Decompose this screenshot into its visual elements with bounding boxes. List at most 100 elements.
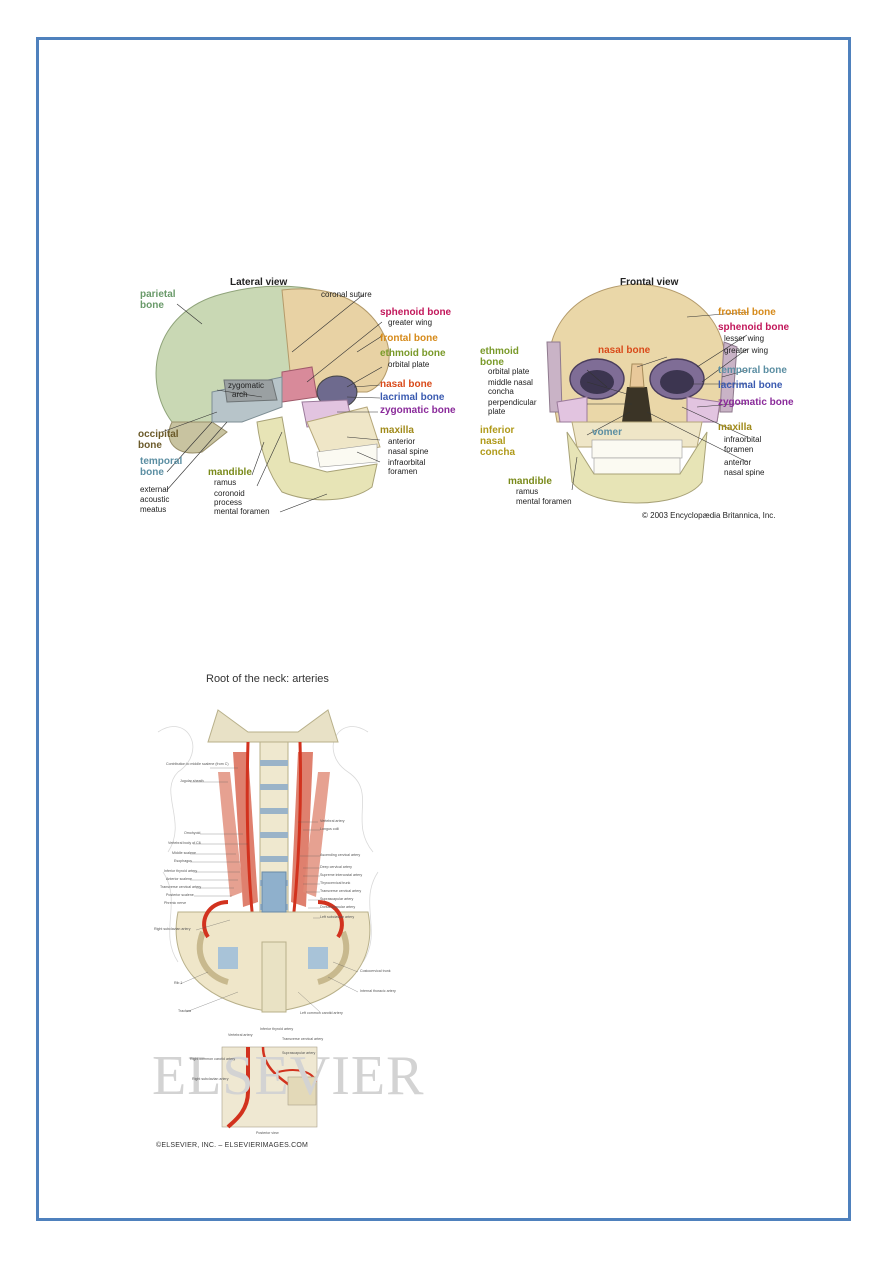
neck-label-right: Internal thoracic artery: [360, 989, 396, 993]
lateral-label: orbital plate: [388, 360, 430, 369]
lateral-label: anterior: [388, 437, 416, 446]
frontal-label: orbital plate: [488, 367, 530, 376]
frontal-label: nasal bone: [598, 345, 651, 356]
neck-label-left: Right subclavian artery: [154, 927, 191, 931]
frontal-label: inferior: [480, 425, 515, 436]
neck-label-left: Anterior scalene: [166, 877, 192, 881]
frontal-label: middle nasal: [488, 378, 533, 387]
skull-illustration: [155, 283, 750, 513]
neck-label-right: Deep cervical artery: [320, 865, 352, 869]
neck-label-left: Esophagus: [174, 859, 192, 863]
neck-label-right: Costocervical trunk: [360, 969, 391, 973]
lateral-label: mental foramen: [214, 507, 270, 516]
neck-figure-credit: ©ELSEVIER, INC. – ELSEVIERIMAGES.COM: [156, 1142, 309, 1149]
frontal-label: bone: [480, 357, 504, 368]
neck-label-right: Suprascapular artery: [320, 897, 354, 901]
lateral-label: bone: [138, 440, 162, 451]
frontal-label: sphenoid bone: [718, 322, 790, 333]
frontal-label: foramen: [724, 445, 754, 454]
frontal-label: anterior: [724, 458, 752, 467]
lateral-label: arch: [232, 390, 248, 399]
lateral-label: greater wing: [388, 318, 433, 327]
neck-arteries-figure: ELSEVIER Root of the neck: arteries Cont…: [148, 672, 423, 1156]
lateral-label: acoustic: [140, 495, 170, 504]
frontal-label: concha: [488, 387, 514, 396]
inset-label: Right subclavian artery: [192, 1077, 229, 1081]
lateral-skull-drawing: [155, 285, 390, 513]
lateral-label: bone: [140, 300, 164, 311]
neck-arteries-illustration: [148, 698, 396, 1138]
lateral-label: nasal spine: [388, 447, 429, 456]
lateral-label: mandible: [208, 467, 252, 478]
frontal-label: temporal bone: [718, 365, 787, 376]
neck-label-left: Trachea: [178, 1009, 192, 1013]
neck-label-right: Thyrocervical trunk: [320, 881, 351, 885]
frontal-label: infraorbital: [724, 435, 762, 444]
frontal-label: plate: [488, 407, 506, 416]
neck-label-right: Left subclavian artery: [320, 915, 355, 919]
lateral-label: lacrimal bone: [380, 392, 445, 403]
copyright-text: © 2003 Encyclopædia Britannica, Inc.: [642, 511, 776, 520]
inset-label: Vertebral artery: [228, 1033, 253, 1037]
lateral-label: foramen: [388, 467, 418, 476]
neck-label-left: Omohyoid: [184, 831, 201, 835]
neck-figure-title: Root of the neck: arteries: [206, 673, 329, 685]
lateral-label: coronoid: [214, 489, 245, 498]
frontal-label: mandible: [508, 476, 552, 487]
lateral-label: sphenoid bone: [380, 307, 452, 318]
inset-label: Transverse cervical artery: [282, 1037, 324, 1041]
lateral-label: infraorbital: [388, 458, 426, 467]
lateral-label: zygomatic bone: [380, 405, 456, 416]
lateral-label: external: [140, 485, 169, 494]
watermark-text: ELSEVIER: [152, 1045, 425, 1107]
page-border: [36, 37, 851, 1221]
lateral-label: bone: [140, 467, 164, 478]
frontal-label: concha: [480, 447, 516, 458]
inset-label: Inferior thyroid artery: [260, 1027, 294, 1031]
neck-label-left: Transverse cervical artery: [160, 885, 202, 889]
neck-label-right: Vertebral artery: [320, 819, 345, 823]
lateral-label: process: [214, 498, 243, 507]
neck-label-left: Inferior thyroid artery: [164, 869, 198, 873]
frontal-label: greater wing: [724, 346, 769, 355]
neck-label-left: Contribution to middle scalene (from C): [166, 762, 229, 766]
frontal-label: frontal bone: [718, 307, 776, 318]
neck-label-left: Phrenic nerve: [164, 901, 187, 905]
lateral-label: occipital: [138, 429, 179, 440]
frontal-view-title: Frontal view: [620, 277, 679, 288]
lateral-label: meatus: [140, 505, 167, 514]
frontal-label: zygomatic bone: [718, 397, 794, 408]
neck-label-left: Middle scalene: [172, 851, 196, 855]
neck-label-right: Dorsal scapular artery: [320, 905, 356, 909]
neck-label-right: Ascending cervical artery: [320, 853, 361, 857]
lateral-label: coronal suture: [321, 290, 372, 299]
neck-label-left: Jugular sheath: [180, 779, 204, 783]
lateral-label: nasal bone: [380, 379, 433, 390]
frontal-label: ramus: [516, 487, 539, 496]
lateral-label: frontal bone: [380, 333, 438, 344]
neck-label-left: Vertebral body of C6: [168, 841, 201, 845]
frontal-label: ethmoid: [480, 346, 519, 357]
lateral-label: zygomatic: [228, 381, 265, 390]
neck-label-left: Posterior scalene: [166, 893, 194, 897]
lateral-label: ethmoid bone: [380, 348, 446, 359]
inset-caption: Posterior view: [256, 1131, 279, 1135]
neck-label-left: Rib 1: [174, 981, 183, 985]
neck-label-right: Left common carotid artery: [300, 1011, 343, 1015]
neck-label-right: Longus colli: [320, 827, 339, 831]
frontal-skull-drawing: [546, 283, 750, 504]
frontal-label: nasal spine: [724, 468, 765, 477]
skull-figure: Lateral view Frontal view parietal bone …: [132, 272, 812, 524]
lateral-label: temporal: [140, 456, 183, 467]
lateral-label: ramus: [214, 478, 237, 487]
inset-label: Right common carotid artery: [190, 1057, 236, 1061]
frontal-label: nasal: [480, 436, 506, 447]
lateral-label: maxilla: [380, 425, 414, 436]
frontal-label: lesser wing: [724, 334, 765, 343]
frontal-label: vomer: [592, 427, 623, 438]
frontal-label: perpendicular: [488, 398, 537, 407]
frontal-label: mental foramen: [516, 497, 572, 506]
neck-label-right: Transverse cervical artery: [320, 889, 362, 893]
inset-label: Suprascapular artery: [282, 1051, 316, 1055]
frontal-label: maxilla: [718, 422, 752, 433]
